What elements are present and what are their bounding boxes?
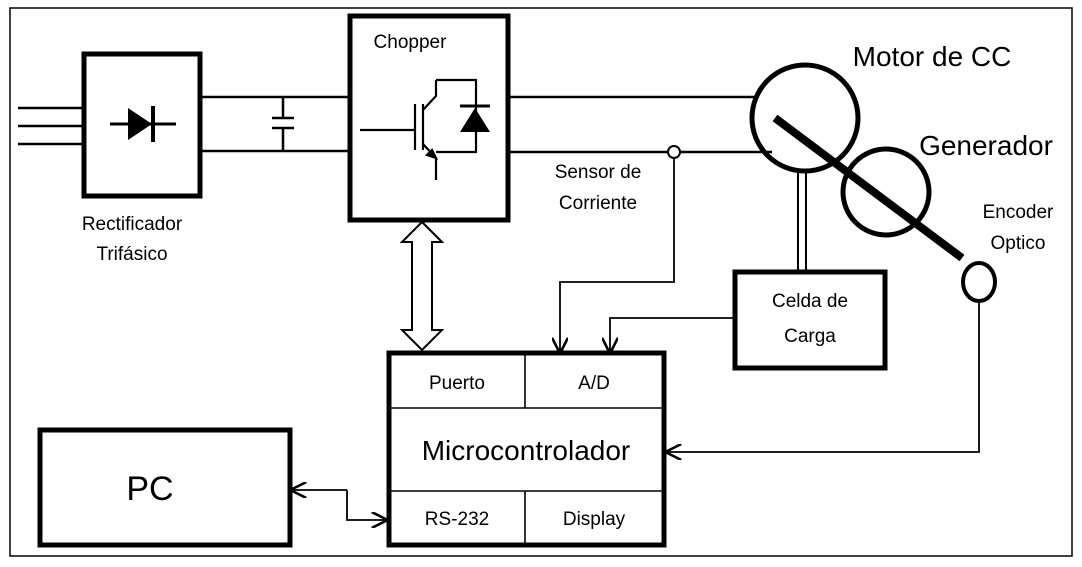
load-cell-label-line2: Carga	[784, 326, 836, 347]
generator-label: Generador	[919, 130, 1053, 161]
load-cell-label-line1: Celda de	[772, 291, 848, 312]
rectifier-label-line1: Rectificador	[82, 214, 183, 235]
three-phase-input-lines	[18, 106, 84, 146]
pc-label: PC	[126, 470, 173, 508]
diode-icon	[110, 106, 176, 142]
microcontroller-label: Microcontrolador	[422, 435, 631, 466]
current-signal-line	[560, 158, 675, 352]
microcontroller-block	[386, 350, 667, 548]
encoder-icon	[961, 261, 997, 303]
rs232-cell-label: RS-232	[425, 509, 489, 530]
generator-icon	[840, 146, 932, 238]
load-cell-link	[797, 170, 807, 272]
chopper-block	[347, 13, 511, 223]
load-cell-block	[732, 269, 888, 371]
current-sensor-icon	[667, 145, 681, 159]
motor-supply-lines	[508, 95, 772, 154]
current-sensor-label-line2: Corriente	[559, 193, 637, 214]
freewheel-diode-icon	[460, 104, 490, 132]
display-cell-label: Display	[563, 509, 626, 530]
serial-link-to-mcu	[346, 490, 386, 520]
port-cell-label: Puerto	[429, 373, 485, 394]
rectifier-label-line2: Trifásico	[96, 244, 167, 265]
current-sensor-label-line1: Sensor de	[555, 162, 642, 183]
encoder-signal-line	[667, 301, 980, 452]
shaft	[772, 114, 965, 262]
encoder-label-line1: Encoder	[983, 202, 1054, 223]
adc-cell-label: A/D	[578, 373, 610, 394]
igbt-icon	[360, 78, 478, 180]
outer-frame	[9, 7, 1073, 557]
pc-block	[37, 427, 293, 548]
port-bus-arrow	[399, 220, 445, 352]
load-cell-signal-line	[610, 317, 735, 352]
rectifier-block	[81, 51, 203, 199]
chopper-label: Chopper	[374, 32, 448, 53]
encoder-label-line2: Optico	[991, 233, 1046, 254]
capacitor-icon	[272, 97, 294, 151]
dc-motor-icon	[749, 62, 861, 174]
motor-label: Motor de CC	[853, 41, 1012, 72]
dc-bus-lines	[200, 95, 350, 153]
